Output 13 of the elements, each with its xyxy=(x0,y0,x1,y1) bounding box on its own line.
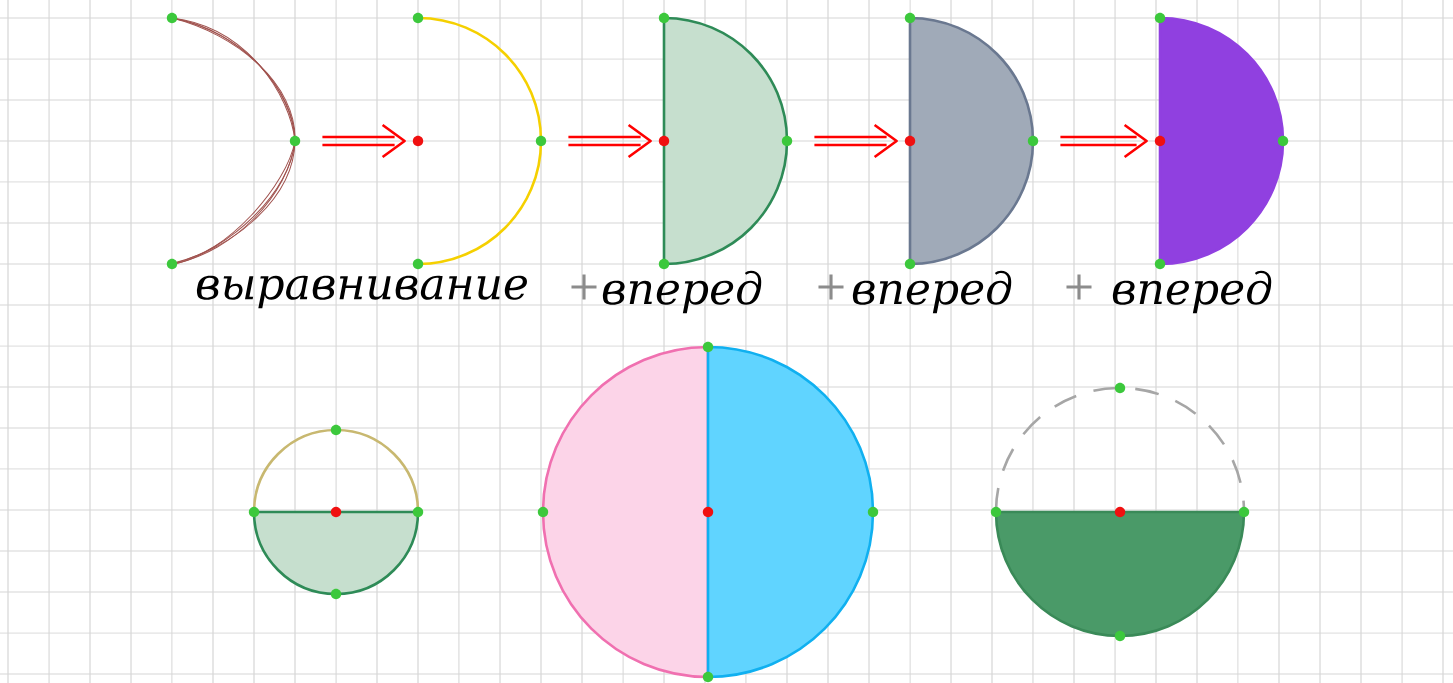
semicircle xyxy=(1154,12,1289,270)
semicircle xyxy=(904,12,1039,270)
plus-sign: + xyxy=(1066,274,1092,300)
double-arrow xyxy=(813,123,898,159)
plus-sign: + xyxy=(818,274,844,300)
semicircle xyxy=(658,12,793,270)
hand-drawn-arc xyxy=(166,12,301,270)
double-arrow xyxy=(1059,123,1148,159)
double-arrow xyxy=(321,123,406,159)
arc xyxy=(412,12,547,270)
double-arrow xyxy=(567,123,652,159)
handwritten-word: выравнивание xyxy=(196,275,527,309)
plus-sign: + xyxy=(571,274,597,300)
